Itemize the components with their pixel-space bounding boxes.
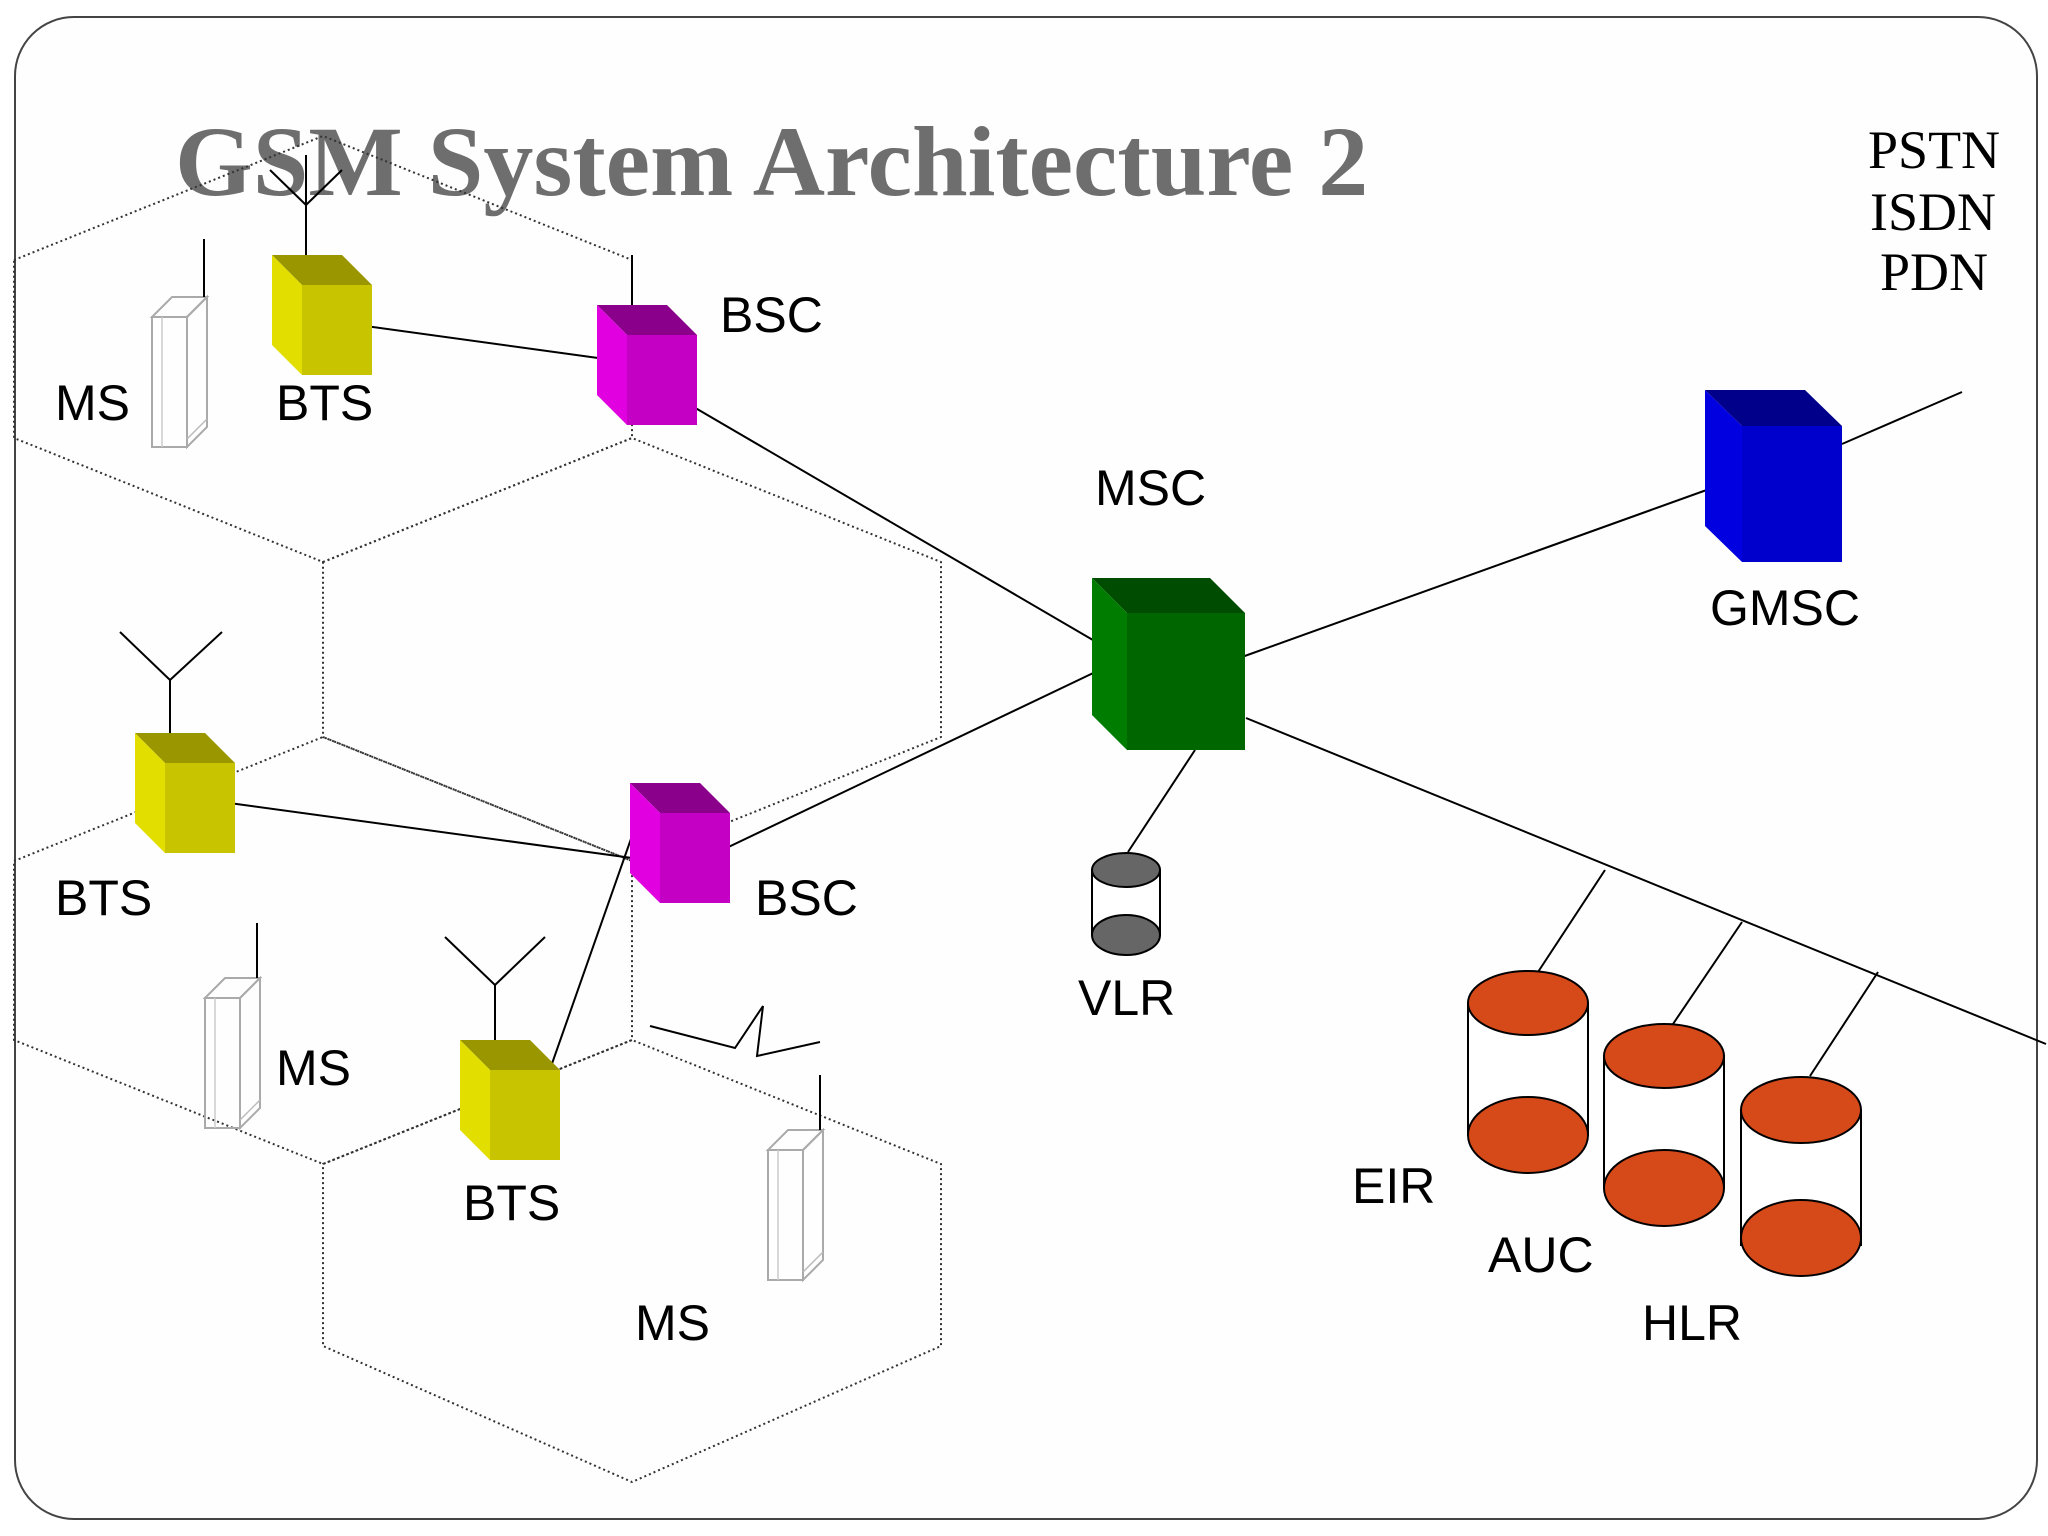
- link-bus-hlr: [1809, 971, 1879, 1077]
- bts-antenna-1: [269, 155, 343, 255]
- bts-label-2: BTS: [55, 870, 152, 926]
- ms-label-3: MS: [635, 1295, 710, 1351]
- vlr-label: VLR: [1078, 970, 1175, 1026]
- cell-3: [13, 735, 633, 1166]
- bts-2: [135, 733, 235, 853]
- link-gmsc-external: [1841, 391, 1963, 445]
- page-title: GSM System Architecture 2: [175, 106, 1368, 217]
- bts-antenna-2: [119, 631, 223, 733]
- bts-1: [272, 255, 372, 375]
- cell-4: [322, 1038, 942, 1484]
- link-bus-auc: [1672, 921, 1743, 1025]
- vlr-database: [1091, 852, 1161, 956]
- bsc-label-2: BSC: [755, 870, 858, 926]
- bts-antenna-3: [444, 936, 546, 1040]
- link-bsc2-msc: [717, 664, 1111, 853]
- ms-device-1: [151, 239, 208, 448]
- link-bsc1-msc: [667, 391, 1111, 651]
- link-bus-eir: [1537, 869, 1606, 973]
- network-pdn: PDN: [1880, 242, 1988, 302]
- bsc-2: [630, 783, 730, 903]
- gmsc-label: GMSC: [1710, 580, 1860, 636]
- ms-label-1: MS: [55, 375, 130, 431]
- eir-label: EIR: [1352, 1158, 1435, 1214]
- links: [221, 324, 2047, 1077]
- radio-link-zigzag: [649, 1005, 821, 1058]
- auc-label: AUC: [1488, 1227, 1594, 1283]
- ms-label-2: MS: [276, 1040, 351, 1096]
- cell-grid: [13, 134, 942, 1484]
- bsc-label-1: BSC: [720, 287, 823, 343]
- link-msc-databus: [1245, 717, 2047, 1045]
- network-pstn: PSTN: [1868, 120, 2000, 180]
- ms-device-3: [767, 1075, 824, 1281]
- hlr-label: HLR: [1642, 1295, 1742, 1351]
- gmsc: [1705, 390, 1842, 562]
- msc: [1092, 578, 1245, 750]
- ms-device-2: [204, 923, 261, 1129]
- cell-2: [322, 436, 942, 863]
- auc-database: [1603, 1023, 1725, 1227]
- link-bts1-bsc1: [357, 324, 599, 359]
- bts-label-1: BTS: [276, 375, 373, 431]
- bsc-1: [597, 305, 697, 425]
- hlr-database: [1740, 1076, 1862, 1277]
- link-bts3-bsc2: [547, 835, 633, 1076]
- link-bts2-bsc2: [221, 801, 633, 859]
- link-msc-gmsc: [1227, 477, 1741, 663]
- link-msc-vlr: [1127, 749, 1196, 853]
- eir-database: [1467, 970, 1589, 1174]
- bts-3: [460, 1040, 560, 1160]
- bts-label-3: BTS: [463, 1175, 560, 1231]
- network-isdn: ISDN: [1870, 182, 1996, 242]
- msc-label: MSC: [1095, 460, 1206, 516]
